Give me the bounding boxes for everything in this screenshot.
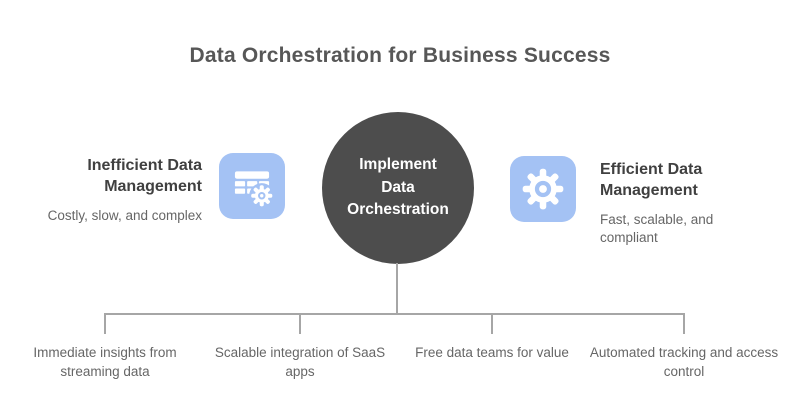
connector-horizontal <box>104 313 685 315</box>
connector-drop-2 <box>299 313 301 334</box>
right-node-description: Fast, scalable, and compliant <box>600 211 714 246</box>
outcome-label-2: Scalable integration of SaaS apps <box>214 345 386 379</box>
right-icon-tile <box>510 156 576 222</box>
connector-drop-4 <box>683 313 685 334</box>
center-node-circle: Implement Data Orchestration <box>322 112 474 264</box>
connector-drop-3 <box>491 313 493 334</box>
left-node-description: Costly, slow, and complex <box>47 207 202 223</box>
left-node-heading: Inefficient Data Management <box>87 157 202 195</box>
left-icon-tile <box>219 153 285 219</box>
right-node-text: Efficient Data Management Fast, scalable… <box>600 160 768 248</box>
page-title: Data Orchestration for Business Success <box>189 44 611 67</box>
right-node-heading: Efficient Data Management <box>600 161 703 199</box>
connector-stem <box>396 263 398 314</box>
outcome-label-3: Free data teams for value <box>415 345 569 360</box>
left-node-text: Inefficient Data Management Costly, slow… <box>34 156 202 225</box>
connector-drop-1 <box>104 313 106 334</box>
gear-icon <box>517 163 569 215</box>
outcome-label-4: Automated tracking and access control <box>589 345 779 379</box>
table-gear-icon <box>226 160 278 212</box>
outcome-label-1: Immediate insights from streaming data <box>33 345 177 379</box>
center-node-label: Implement Data Orchestration <box>347 156 449 219</box>
